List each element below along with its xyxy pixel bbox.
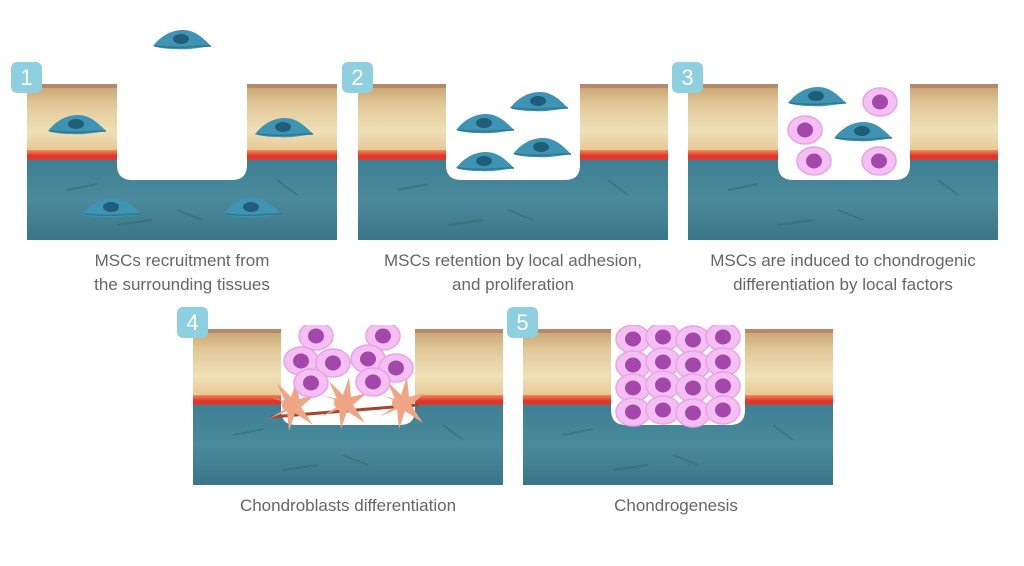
step-1-panel: 1 <box>11 62 337 240</box>
chondrocyte-icon <box>796 146 832 176</box>
chondrocyte-icon <box>645 395 681 425</box>
chondrocyte-icon <box>861 146 897 176</box>
chondrocyte-icon <box>705 395 741 425</box>
caption-line: MSCs are induced to chondrogenic <box>710 251 976 270</box>
tissue-section-illustration <box>193 325 503 485</box>
msc-cell-icon <box>152 29 211 51</box>
step-1-caption: MSCs recruitment from the surrounding ti… <box>2 249 362 297</box>
chondrocyte-icon <box>645 325 681 352</box>
step-number-badge: 4 <box>177 307 208 338</box>
step-number-badge: 3 <box>672 62 703 93</box>
step-4-caption: Chondroblasts differentiation <box>168 494 528 518</box>
step-number-badge: 1 <box>11 62 42 93</box>
step-number-badge: 5 <box>507 307 538 338</box>
step-3-panel: 3 <box>672 62 998 240</box>
caption-line: MSCs retention by local adhesion, <box>384 251 642 270</box>
caption-line: Chondrogenesis <box>614 496 738 515</box>
caption-line: Chondroblasts differentiation <box>239 496 457 515</box>
tissue-section-illustration <box>27 80 337 240</box>
tissue-section-illustration <box>523 325 833 485</box>
step-number-badge: 2 <box>342 62 373 93</box>
chondrocyte-icon <box>787 115 823 145</box>
caption-line: MSCs recruitment from <box>94 251 270 270</box>
tissue-section-illustration <box>358 80 668 240</box>
step-2-panel: 2 <box>342 62 668 240</box>
step-3-caption: MSCs are induced to chondrogenic differe… <box>663 249 1023 297</box>
chondrocyte-icon <box>615 325 651 354</box>
chondrocyte-icon <box>675 373 711 403</box>
chondrocyte-icon <box>615 397 651 427</box>
step-5-panel: 5 <box>507 307 833 485</box>
chondrocyte-icon <box>298 325 334 351</box>
chondrocyte-icon <box>293 368 329 398</box>
step-2-caption: MSCs retention by local adhesion, and pr… <box>333 249 693 297</box>
chondrocyte-icon <box>675 398 711 428</box>
chondrocyte-icon <box>355 367 391 397</box>
chondrocyte-icon <box>645 370 681 400</box>
caption-line: differentiation by local factors <box>733 275 953 294</box>
caption-line: and proliferation <box>452 275 574 294</box>
chondrocyte-icon <box>675 325 711 355</box>
step-4-panel: 4 <box>177 307 503 485</box>
chondrocyte-icon <box>862 87 898 117</box>
caption-line: the surrounding tissues <box>94 275 270 294</box>
chondrocyte-icon <box>705 325 741 352</box>
tissue-section-illustration <box>688 80 998 240</box>
step-5-caption: Chondrogenesis <box>496 494 856 518</box>
